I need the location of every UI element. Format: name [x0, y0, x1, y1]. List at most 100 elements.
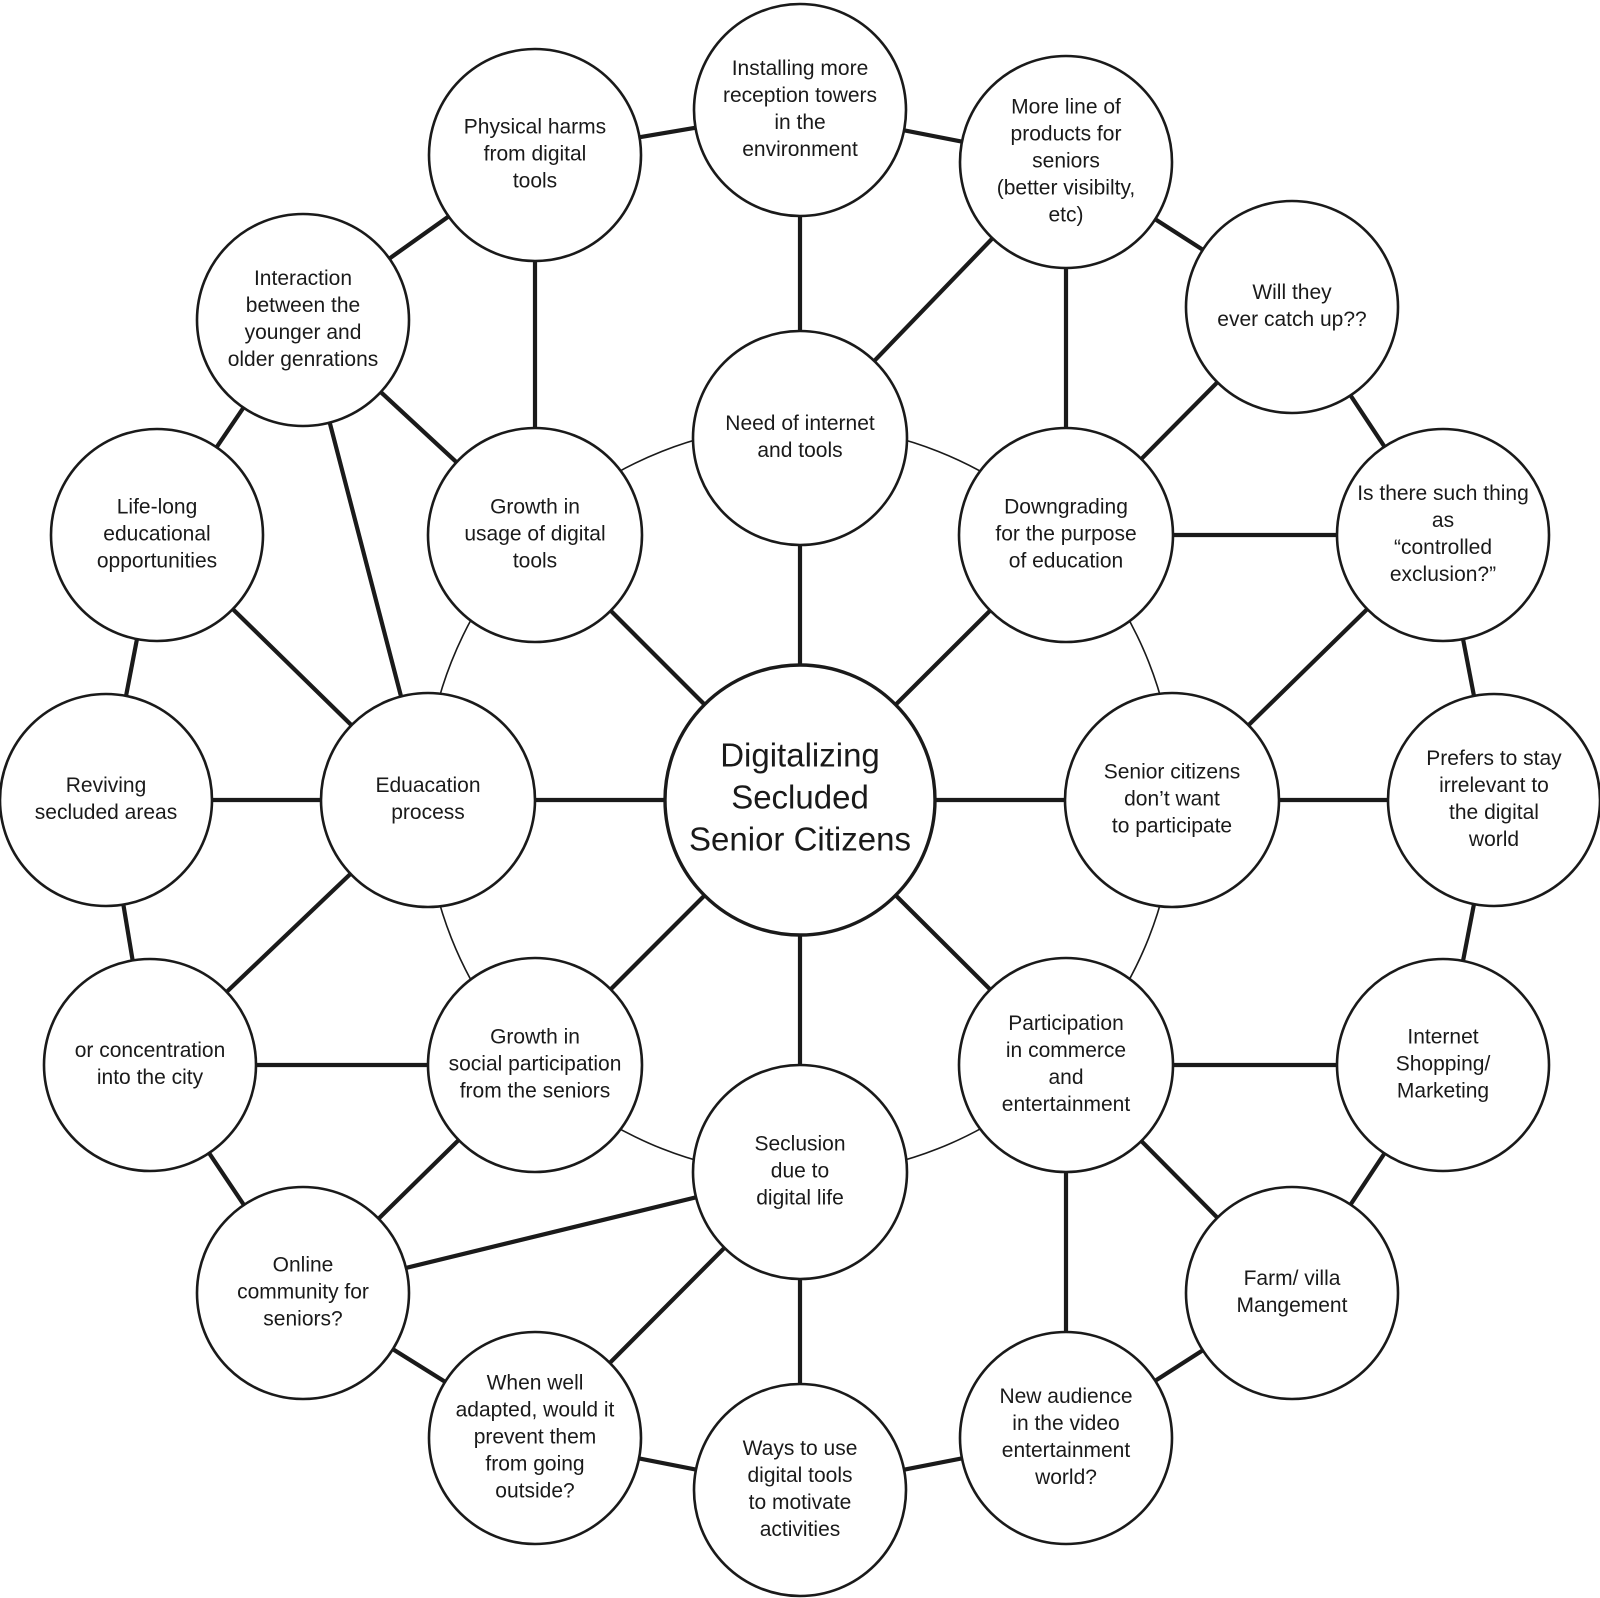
node-label-products-line-2: seniors: [1032, 150, 1100, 173]
node-label-outside-line-1: adapted, would it: [456, 1399, 615, 1422]
node-circle-education: [319, 691, 537, 909]
node-label-catch-up-line-1: ever catch up??: [1217, 308, 1366, 331]
node-label-products-line-1: products for: [1011, 123, 1122, 146]
node-label-need-line-0: Need of internet: [725, 412, 875, 435]
node-label-seclusion-line-1: due to: [771, 1160, 829, 1183]
node-label-commerce-line-1: in commerce: [1006, 1039, 1126, 1062]
node-circle-growth-tools: [426, 426, 644, 644]
node-label-center-line-2: Senior Citizens: [689, 821, 911, 858]
node-label-irrelevant-line-3: world: [1468, 828, 1519, 851]
node-label-interaction-line-1: between the: [246, 294, 360, 317]
node-lifelong: Life-long educational opportunities: [49, 427, 265, 643]
node-label-downgrading-line-0: Downgrading: [1004, 496, 1128, 519]
node-label-video-line-3: world?: [1034, 1466, 1097, 1489]
node-label-dont-participate-line-2: to participate: [1112, 815, 1232, 838]
node-label-growth-tools-line-0: Growth in: [490, 496, 580, 519]
node-label-growth-tools-line-2: tools: [513, 550, 557, 573]
node-label-downgrading-line-2: of education: [1009, 550, 1123, 573]
node-label-shopping-line-1: Shopping/: [1396, 1053, 1491, 1076]
node-label-outside-line-0: When well: [487, 1372, 584, 1395]
node-circle-growth-social: [426, 956, 644, 1174]
node-circle-commerce: [957, 956, 1175, 1174]
node-label-center-line-1: Secluded: [731, 779, 869, 816]
node-dont-participate: Senior citizens don’t want to participate: [1063, 691, 1281, 909]
node-circle-need: [691, 329, 909, 547]
node-circle-outside: [427, 1330, 643, 1546]
node-controlled: Is there such thingas“controlledexclusio…: [1335, 427, 1551, 643]
node-label-community-line-2: seniors?: [263, 1308, 342, 1331]
node-label-lifelong-line-1: educational: [103, 523, 210, 546]
node-label-motivate-line-1: digital tools: [747, 1464, 852, 1487]
node-circle-downgrading: [957, 426, 1175, 644]
node-label-commerce-line-0: Participation: [1008, 1012, 1124, 1035]
node-label-reviving-line-1: secluded areas: [35, 801, 177, 824]
node-circle-physical: [427, 47, 643, 263]
node-label-outside-line-2: prevent them: [474, 1426, 597, 1449]
node-label-reviving-line-0: Reviving: [66, 774, 147, 797]
node-label-education-line-0: Eduacation: [375, 774, 480, 797]
node-label-lifelong-line-2: opportunities: [97, 550, 217, 573]
node-circle-video: [958, 1330, 1174, 1546]
node-label-products-line-0: More line of: [1011, 96, 1121, 119]
node-label-city-line-0: or concentration: [75, 1039, 226, 1062]
node-circle-reviving: [0, 692, 214, 908]
node-label-lifelong-line-0: Life-long: [117, 496, 198, 519]
node-label-education-line-1: process: [391, 801, 465, 824]
node-label-video-line-2: entertainment: [1002, 1439, 1131, 1462]
node-label-growth-social-line-1: social participation: [449, 1053, 622, 1076]
node-label-dont-participate-line-0: Senior citizens: [1104, 761, 1241, 784]
node-circle-interaction: [195, 212, 411, 428]
node-education: Eduacation process: [319, 691, 537, 909]
node-label-dont-participate-line-1: don’t want: [1124, 788, 1220, 811]
node-label-growth-social-line-0: Growth in: [490, 1026, 580, 1049]
node-label-towers-line-2: in the: [774, 111, 825, 134]
node-circle-products: [958, 54, 1174, 270]
node-growth-social: Growth in social participation from the se…: [426, 956, 644, 1174]
node-label-community-line-0: Online: [273, 1254, 334, 1277]
node-label-center-line-0: Digitalizing: [720, 737, 880, 774]
node-catch-up: Will they ever catch up??: [1184, 199, 1400, 415]
node-circle-controlled: [1335, 427, 1551, 643]
node-label-need-line-1: and tools: [757, 439, 842, 462]
node-label-interaction-line-3: older genrations: [228, 348, 379, 371]
node-label-catch-up-line-0: Will they: [1252, 281, 1332, 304]
node-label-outside-line-4: outside?: [495, 1480, 574, 1503]
node-circle-lifelong: [49, 427, 265, 643]
node-label-towers-line-1: reception towers: [723, 84, 877, 107]
node-label-growth-social-line-2: from the seniors: [460, 1080, 611, 1103]
node-label-controlled-line-2: “controlled: [1394, 536, 1492, 559]
node-label-farm-line-0: Farm/ villa: [1244, 1267, 1341, 1290]
node-label-commerce-line-2: and: [1048, 1066, 1083, 1089]
node-label-interaction-line-0: Interaction: [254, 267, 352, 290]
node-label-physical-line-0: Physical harms: [464, 116, 606, 139]
node-reviving: Reviving secluded areas: [0, 692, 214, 908]
node-label-towers-line-3: environment: [742, 138, 858, 161]
node-label-physical-line-2: tools: [513, 170, 557, 193]
node-circle-seclusion: [691, 1063, 909, 1281]
node-label-motivate-line-2: to motivate: [749, 1491, 852, 1514]
node-label-seclusion-line-0: Seclusion: [754, 1133, 845, 1156]
node-towers: Installing more reception towers in the env…: [692, 2, 908, 218]
node-label-city-line-1: into the city: [97, 1066, 204, 1089]
node-label-towers-line-0: Installing more: [732, 57, 869, 80]
node-label-motivate-line-3: activities: [760, 1518, 841, 1541]
node-circle-center: [663, 663, 937, 937]
node-circle-community: [195, 1185, 411, 1401]
node-circle-motivate: [692, 1382, 908, 1598]
node-city: or concentration into the city: [42, 957, 258, 1173]
node-label-video-line-1: in the video: [1012, 1412, 1119, 1435]
node-label-products-line-4: etc): [1048, 204, 1083, 227]
node-circle-dont-participate: [1063, 691, 1281, 909]
